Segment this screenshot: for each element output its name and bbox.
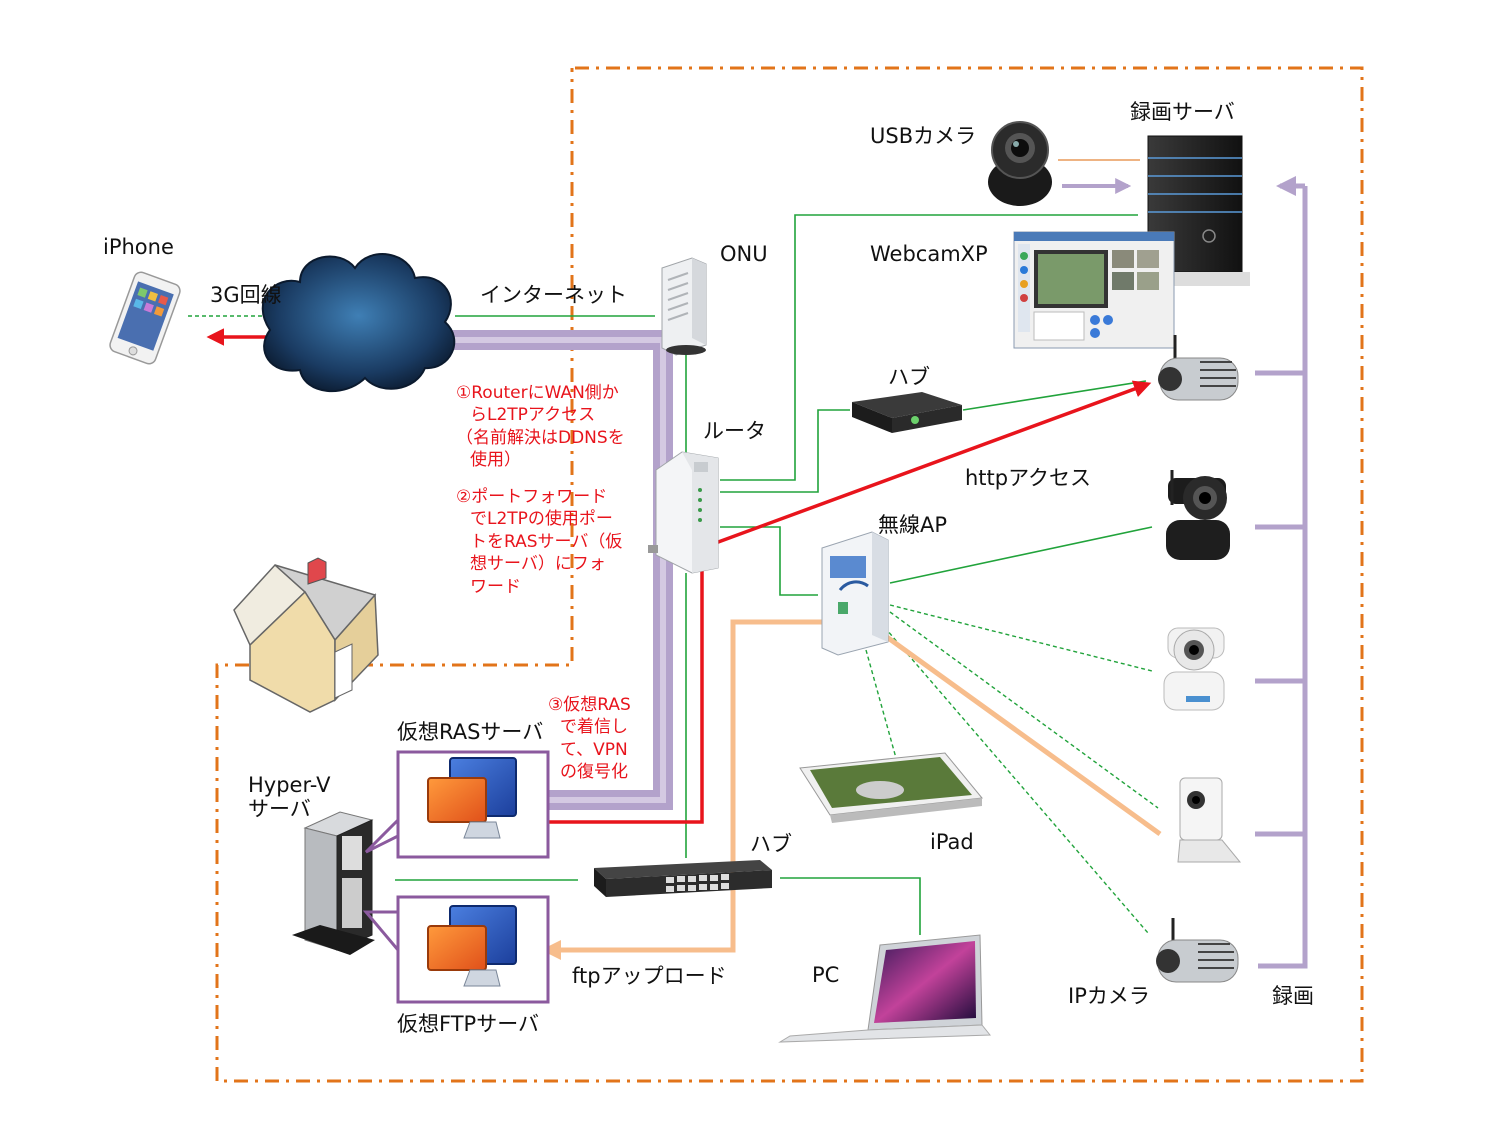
line-3g-label: 3G回線 — [210, 283, 282, 307]
step1-note: ①RouterにWAN側か らL2TPアクセス （名前解決はDDNSを 使用） — [456, 382, 625, 472]
ip-camera-icon — [1156, 918, 1239, 983]
step3-note-line: の復号化 — [560, 762, 628, 783]
ipad-label: iPad — [930, 830, 974, 854]
step1-note-line: （名前解決はDDNSを — [456, 427, 625, 448]
recording-label: 録画 — [1272, 984, 1314, 1008]
virtual-ftp-server-connector — [362, 910, 400, 951]
step3-note-line: ③仮想RAS — [548, 695, 631, 715]
step2-note-line: でL2TPの使用ポー — [470, 509, 613, 530]
hub-top-label: ハブ — [888, 365, 930, 389]
ip-camera-label: IPカメラ — [1068, 984, 1150, 1008]
network-switch-icon — [594, 860, 772, 897]
step1-note-line: ①RouterにWAN側か — [456, 383, 619, 403]
router-label: ルータ — [703, 419, 766, 443]
recording-bus — [1255, 176, 1308, 969]
step1-note-line: らL2TPアクセス — [470, 405, 596, 426]
server-pc-icon — [292, 811, 375, 955]
iphone-label: iPhone — [103, 235, 174, 259]
laptop-icon — [778, 934, 992, 1043]
hyperv-server-label-line2: サーバ — [248, 797, 311, 821]
step3-note-line: て、VPN — [560, 739, 628, 760]
network-hub-icon — [852, 392, 962, 433]
ethernet-links — [395, 214, 1153, 935]
virtual-ras-server-label: 仮想RASサーバ — [397, 720, 544, 744]
onu-device-icon — [661, 257, 707, 356]
hyperv-server-label-line1: Hyper-V — [248, 773, 331, 797]
step2-note-line: ワード — [470, 576, 521, 597]
wireless-ap-label: 無線AP — [878, 513, 948, 537]
router-icon — [648, 451, 719, 574]
hub-bottom-label: ハブ — [750, 832, 792, 856]
ftp-upload-path — [541, 619, 1162, 960]
house-icon — [233, 557, 379, 713]
step2-note-line: 想サーバ）にフォ — [470, 554, 606, 575]
step2-note-line: トをRASサーバ（仮 — [470, 531, 623, 552]
webcamxp-label: WebcamXP — [870, 242, 988, 266]
virtual-ras-server-connector — [364, 818, 400, 854]
virtual-machine-icon — [427, 757, 517, 839]
home-network-boundary — [215, 66, 1364, 1083]
application-window-icon — [1013, 231, 1175, 349]
cloud-icon — [261, 253, 456, 393]
ftp-upload-label: ftpアップロード — [572, 964, 727, 988]
hyperv-server-label: Hyper-V サーバ — [248, 773, 330, 821]
step1-note-line: 使用） — [470, 450, 521, 471]
ip-camera-icon — [1158, 335, 1239, 401]
internet-label: インターネット — [480, 283, 627, 307]
virtual-ftp-server-label: 仮想FTPサーバ — [397, 1012, 539, 1036]
http-access-label: httpアクセス — [965, 466, 1092, 490]
step3-note-line: で着信し — [560, 717, 628, 738]
tablet-icon — [799, 752, 983, 823]
webcam-icon — [988, 121, 1052, 206]
virtual-machine-icon — [427, 905, 517, 987]
usb-camera-label: USBカメラ — [870, 124, 977, 148]
pc-label: PC — [812, 963, 840, 987]
step2-note-line: ②ポートフォワード — [456, 487, 608, 507]
step2-note: ②ポートフォワード でL2TPの使用ポー トをRASサーバ（仮 想サーバ）にフォ… — [456, 486, 622, 598]
smartphone-icon — [109, 271, 181, 365]
ip-camera-icon — [1163, 627, 1225, 711]
wireless-access-point-icon — [821, 531, 889, 656]
step3-note: ③仮想RAS で着信し て、VPN の復号化 — [548, 694, 631, 784]
ip-camera-icon — [1177, 777, 1242, 863]
recording-server-label: 録画サーバ — [1130, 100, 1235, 124]
server-tower-icon — [1138, 135, 1250, 286]
ip-camera-icon — [1166, 470, 1230, 560]
onu-label: ONU — [720, 242, 768, 266]
